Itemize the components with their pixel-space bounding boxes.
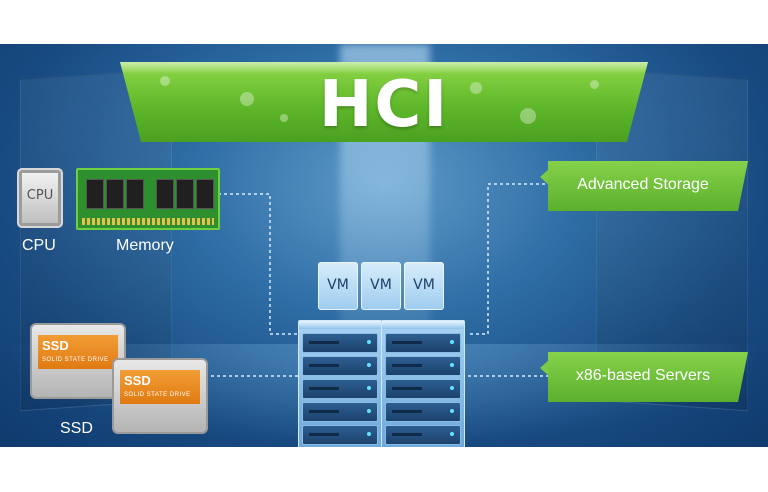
callout-pointer xyxy=(540,359,550,377)
vm-label: VM xyxy=(413,277,435,293)
server-unit xyxy=(302,333,378,353)
rack-top xyxy=(299,321,381,329)
memory-chip xyxy=(126,179,144,209)
ssd-drive-icon: SSD SOLID STATE DRIVE xyxy=(30,323,126,399)
server-rack-icon xyxy=(381,320,465,447)
server-unit xyxy=(385,402,461,422)
vm-box-icon: VM xyxy=(404,262,444,310)
bokeh-dot xyxy=(240,92,254,106)
rack-top xyxy=(382,321,464,329)
server-rack-icon xyxy=(298,320,382,447)
server-unit xyxy=(385,425,461,445)
cpu-label: CPU xyxy=(22,237,56,254)
server-unit xyxy=(302,379,378,399)
ssd-label-plate: SSD SOLID STATE DRIVE xyxy=(120,370,200,404)
bokeh-dot xyxy=(590,80,599,89)
callout-advanced-storage-text: Advanced Storage xyxy=(577,176,709,193)
vm-label: VM xyxy=(327,277,349,293)
vm-box-icon: VM xyxy=(361,262,401,310)
ssd-caption: SOLID STATE DRIVE xyxy=(42,357,109,363)
vm-label: VM xyxy=(370,277,392,293)
ssd-brand: SSD xyxy=(42,338,69,353)
cpu-chip-icon: CPU xyxy=(17,168,63,228)
banner-highlight xyxy=(120,62,648,74)
hci-banner: HCI xyxy=(120,62,648,142)
banner-title: HCI xyxy=(318,68,450,142)
server-unit xyxy=(302,425,378,445)
bokeh-dot xyxy=(280,114,288,122)
connector-storage-to-servers xyxy=(470,183,548,335)
memory-module-icon xyxy=(76,168,220,230)
server-unit xyxy=(385,356,461,376)
bokeh-dot xyxy=(520,108,536,124)
ssd-caption: SOLID STATE DRIVE xyxy=(124,392,191,398)
vm-box-icon: VM xyxy=(318,262,358,310)
server-unit xyxy=(385,333,461,353)
callout-pointer xyxy=(540,168,550,186)
server-unit xyxy=(385,379,461,399)
memory-chip xyxy=(196,179,214,209)
memory-chip xyxy=(156,179,174,209)
callout-advanced-storage: Advanced Storage xyxy=(548,161,748,211)
connector-memory-to-servers xyxy=(218,193,298,335)
callout-x86-servers: x86-based Servers xyxy=(548,352,748,402)
server-unit xyxy=(302,356,378,376)
ssd-label: SSD xyxy=(60,420,93,437)
memory-chip xyxy=(106,179,124,209)
connector-lines xyxy=(205,183,548,377)
hci-diagram: HCI CPU CPU Memory SSD SOLID STATE DRIVE… xyxy=(0,44,768,447)
memory-label: Memory xyxy=(116,237,174,254)
memory-chip xyxy=(86,179,104,209)
server-unit xyxy=(302,402,378,422)
cpu-chip-text: CPU xyxy=(26,188,54,203)
memory-pins xyxy=(82,218,214,225)
memory-chip xyxy=(176,179,194,209)
callout-x86-servers-text: x86-based Servers xyxy=(575,367,711,384)
ssd-drive-icon: SSD SOLID STATE DRIVE xyxy=(112,358,208,434)
ssd-brand: SSD xyxy=(124,373,151,388)
bokeh-dot xyxy=(470,82,482,94)
bokeh-dot xyxy=(160,76,170,86)
ssd-label-plate: SSD SOLID STATE DRIVE xyxy=(38,335,118,369)
